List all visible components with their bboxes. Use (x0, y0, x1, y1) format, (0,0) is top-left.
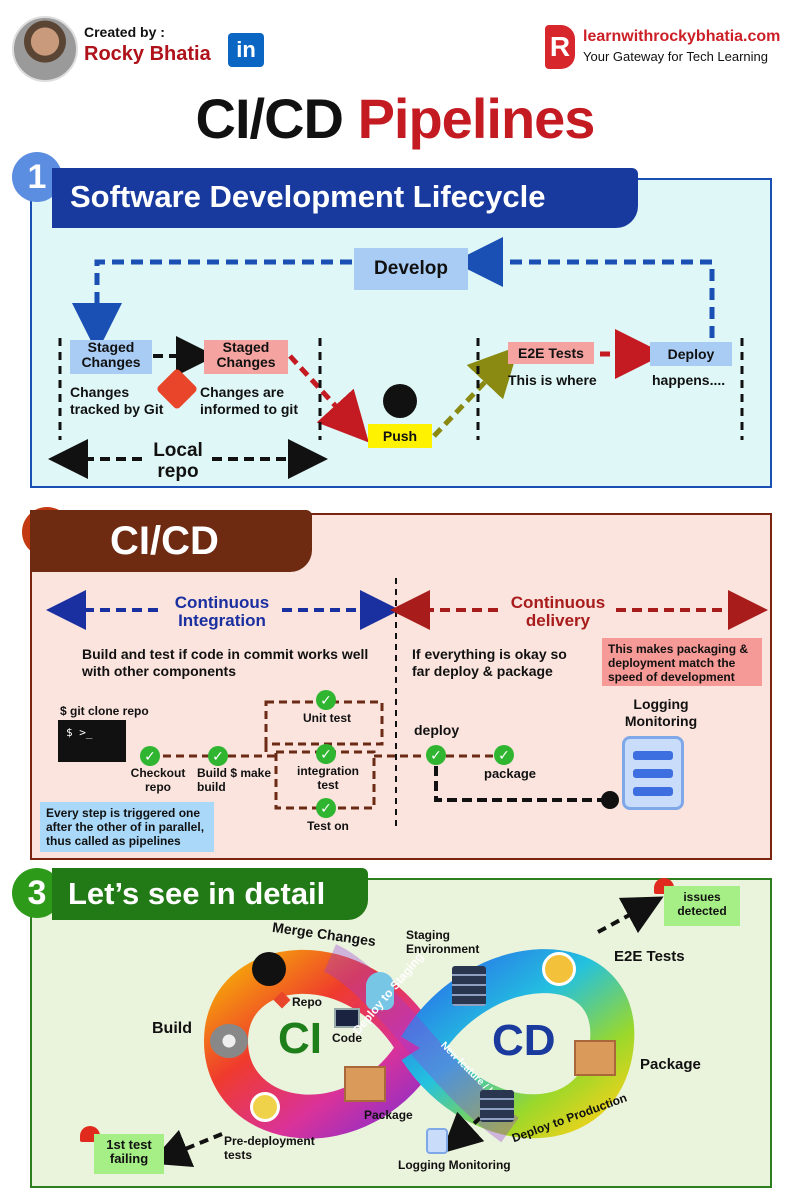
unit-test-check-icon: ✓ (316, 690, 336, 710)
server-icon (480, 1090, 514, 1122)
logging-monitoring-label: Logging Monitoring (398, 1158, 511, 1172)
deploy-label: deploy (414, 722, 460, 738)
github-icon (383, 384, 417, 418)
brand-tagline: Your Gateway for Tech Learning (583, 49, 769, 64)
build-label: Build (152, 1020, 192, 1037)
terminal-command: $ git clone repo (60, 704, 149, 718)
package-check-icon: ✓ (494, 745, 514, 765)
continuous-integration-label: Continuous Integration (174, 593, 270, 630)
section-3-title: Let’s see in detail (52, 868, 368, 920)
page-title: CI/CD Pipelines (0, 86, 790, 151)
checkout-label: Checkout repo (130, 766, 186, 794)
gopher-icon (366, 972, 394, 1010)
local-repo-label: Local repo (153, 440, 203, 482)
server-icon (452, 966, 486, 1006)
package-box-icon (344, 1066, 386, 1102)
checklist-icon (426, 1128, 448, 1154)
test-on-check-icon: ✓ (316, 798, 336, 818)
deploy-check-icon: ✓ (426, 745, 446, 765)
created-by-label: Created by : (84, 24, 165, 40)
e2e-tests-label: E2E Tests (614, 948, 685, 965)
happens-text: happens.... (652, 372, 726, 388)
package-right-label: Package (640, 1056, 701, 1073)
repo-label: Repo (292, 995, 322, 1009)
virus-icon (250, 1092, 280, 1122)
this-is-where-text: This is where (508, 372, 597, 388)
continuous-delivery-label: Continuous delivery (510, 593, 606, 630)
package-left-label: Package (364, 1108, 413, 1122)
logging-monitoring-label: Logging Monitoring (624, 696, 698, 729)
integration-test-check-icon: ✓ (316, 744, 336, 764)
changes-tracked-text: Changes tracked by Git (70, 384, 164, 417)
cd-label: CD (492, 1016, 556, 1065)
laptop-icon (334, 1008, 360, 1028)
brand-logo-icon: R (545, 25, 575, 69)
code-label: Code (332, 1031, 362, 1045)
build-check-icon: ✓ (208, 746, 228, 766)
integration-test-label: integration test (297, 764, 359, 792)
checkout-check-icon: ✓ (140, 746, 160, 766)
first-test-failing-box: 1st test failing (94, 1134, 164, 1174)
test-on-label: Test on (307, 819, 349, 833)
build-label: Build $ make build (197, 766, 272, 794)
section-1-title: Software Development Lifecycle (52, 168, 638, 228)
author-avatar (12, 16, 78, 82)
changes-informed-text: Changes are informed to git (200, 384, 298, 417)
unit-test-label: Unit test (303, 711, 351, 725)
develop-box: Develop (354, 248, 468, 290)
package-box-icon (574, 1040, 616, 1076)
staged-changes-box-2: Staged Changes (204, 340, 288, 374)
brand-website-link[interactable]: learnwithrockybhatia.com (583, 28, 781, 45)
title-accent: Pipelines (357, 87, 596, 150)
checklist-line (633, 787, 673, 796)
issues-detected-box: issues detected (664, 886, 740, 926)
ci-label: CI (278, 1014, 322, 1063)
push-box: Push (368, 424, 432, 448)
deploy-box: Deploy (650, 342, 732, 366)
github-icon (252, 952, 286, 986)
bug-icon (542, 952, 576, 986)
title-main: CI/CD (195, 87, 344, 150)
checklist-icon (622, 736, 684, 810)
checklist-line (633, 751, 673, 760)
linkedin-icon[interactable]: in (228, 33, 264, 67)
author-name: Rocky Bhatia (84, 43, 211, 65)
cd-note: This makes packaging & deployment match … (602, 638, 762, 686)
cd-description: If everything is okay so far deploy & pa… (412, 646, 567, 679)
section-2-title: CI/CD (30, 510, 312, 572)
terminal-window: $ >_ (58, 720, 126, 762)
pre-deployment-label: Pre-deployment tests (224, 1134, 315, 1162)
pipeline-note: Every step is triggered one after the ot… (40, 802, 214, 852)
staging-environment-label: Staging Environment (406, 928, 480, 956)
gears-icon (210, 1024, 248, 1058)
ci-description: Build and test if code in commit works w… (82, 646, 369, 679)
checklist-line (633, 769, 673, 778)
package-label: package (484, 766, 537, 781)
staged-changes-box-1: Staged Changes (70, 340, 152, 374)
e2e-tests-box: E2E Tests (508, 342, 594, 364)
